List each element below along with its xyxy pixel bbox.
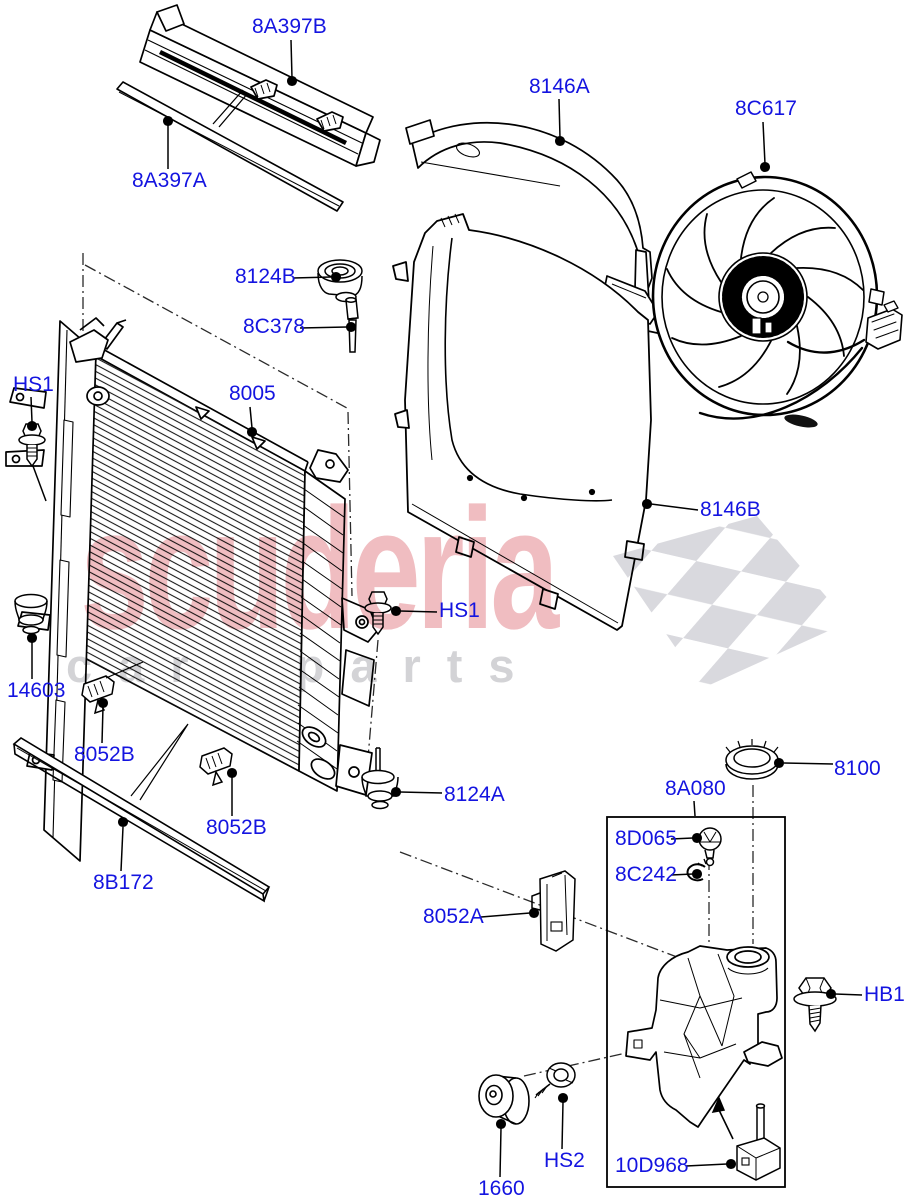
part-label-hs2[interactable]: HS2 bbox=[544, 1149, 585, 1172]
insulator-8124a-drawing bbox=[361, 747, 399, 810]
part-label-hs1-mid[interactable]: HS1 bbox=[439, 599, 480, 622]
radiator-drawing bbox=[5, 317, 379, 862]
support-bar-8b172-drawing bbox=[12, 737, 271, 903]
part-label-8100[interactable]: 8100 bbox=[834, 757, 881, 780]
level-sensor-10d968-drawing bbox=[711, 1096, 781, 1181]
fan-drawing bbox=[651, 171, 903, 428]
oring-8c242-drawing bbox=[686, 858, 707, 882]
part-label-8052a[interactable]: 8052A bbox=[423, 905, 484, 928]
part-label-8a397b[interactable]: 8A397B bbox=[252, 15, 327, 38]
expansion-tank-drawing bbox=[625, 945, 783, 1128]
part-label-8d065[interactable]: 8D065 bbox=[615, 827, 677, 850]
bolt-hb1-drawing bbox=[793, 977, 837, 1033]
grommet-1660-drawing bbox=[478, 1074, 530, 1125]
shroud-main-drawing bbox=[392, 213, 652, 631]
part-label-8a080[interactable]: 8A080 bbox=[665, 777, 726, 800]
sensor-8d065-drawing bbox=[698, 827, 722, 867]
screw-hs2-drawing bbox=[534, 1062, 576, 1099]
deflector-upper-drawing bbox=[139, 4, 381, 167]
part-label-10d968[interactable]: 10D968 bbox=[615, 1154, 689, 1177]
deflector-seal-drawing bbox=[116, 81, 344, 212]
part-label-8124b[interactable]: 8124B bbox=[235, 265, 296, 288]
part-label-1660[interactable]: 1660 bbox=[478, 1177, 525, 1200]
part-label-8c617[interactable]: 8C617 bbox=[735, 97, 797, 120]
clip-8052a-drawing bbox=[531, 870, 576, 952]
part-label-8146b[interactable]: 8146B bbox=[700, 498, 761, 521]
part-label-8b172[interactable]: 8B172 bbox=[93, 871, 154, 894]
part-label-14603[interactable]: 14603 bbox=[7, 679, 66, 702]
hs1-mid-screw bbox=[364, 591, 392, 636]
part-label-8124a[interactable]: 8124A bbox=[444, 783, 505, 806]
plug-8124b-drawing bbox=[317, 259, 363, 303]
part-label-8052b-first[interactable]: 8052B bbox=[74, 743, 135, 766]
part-label-hs1-left[interactable]: HS1 bbox=[13, 373, 54, 396]
cap-8100-drawing bbox=[725, 739, 779, 780]
leader-lines bbox=[26, 39, 863, 1178]
part-label-8a397a[interactable]: 8A397A bbox=[132, 169, 207, 192]
part-label-hb1[interactable]: HB1 bbox=[864, 983, 905, 1006]
clip-8052b-second-drawing bbox=[130, 723, 233, 801]
part-label-8c378[interactable]: 8C378 bbox=[243, 315, 305, 338]
part-label-8146a[interactable]: 8146A bbox=[529, 75, 590, 98]
part-label-8005[interactable]: 8005 bbox=[229, 382, 276, 405]
tank-kit-box bbox=[606, 816, 786, 1188]
part-label-8c242[interactable]: 8C242 bbox=[615, 863, 677, 886]
clip-8052b-first-drawing bbox=[81, 661, 144, 715]
part-label-8052b-second[interactable]: 8052B bbox=[206, 816, 267, 839]
insulator-14603-drawing bbox=[14, 593, 48, 635]
